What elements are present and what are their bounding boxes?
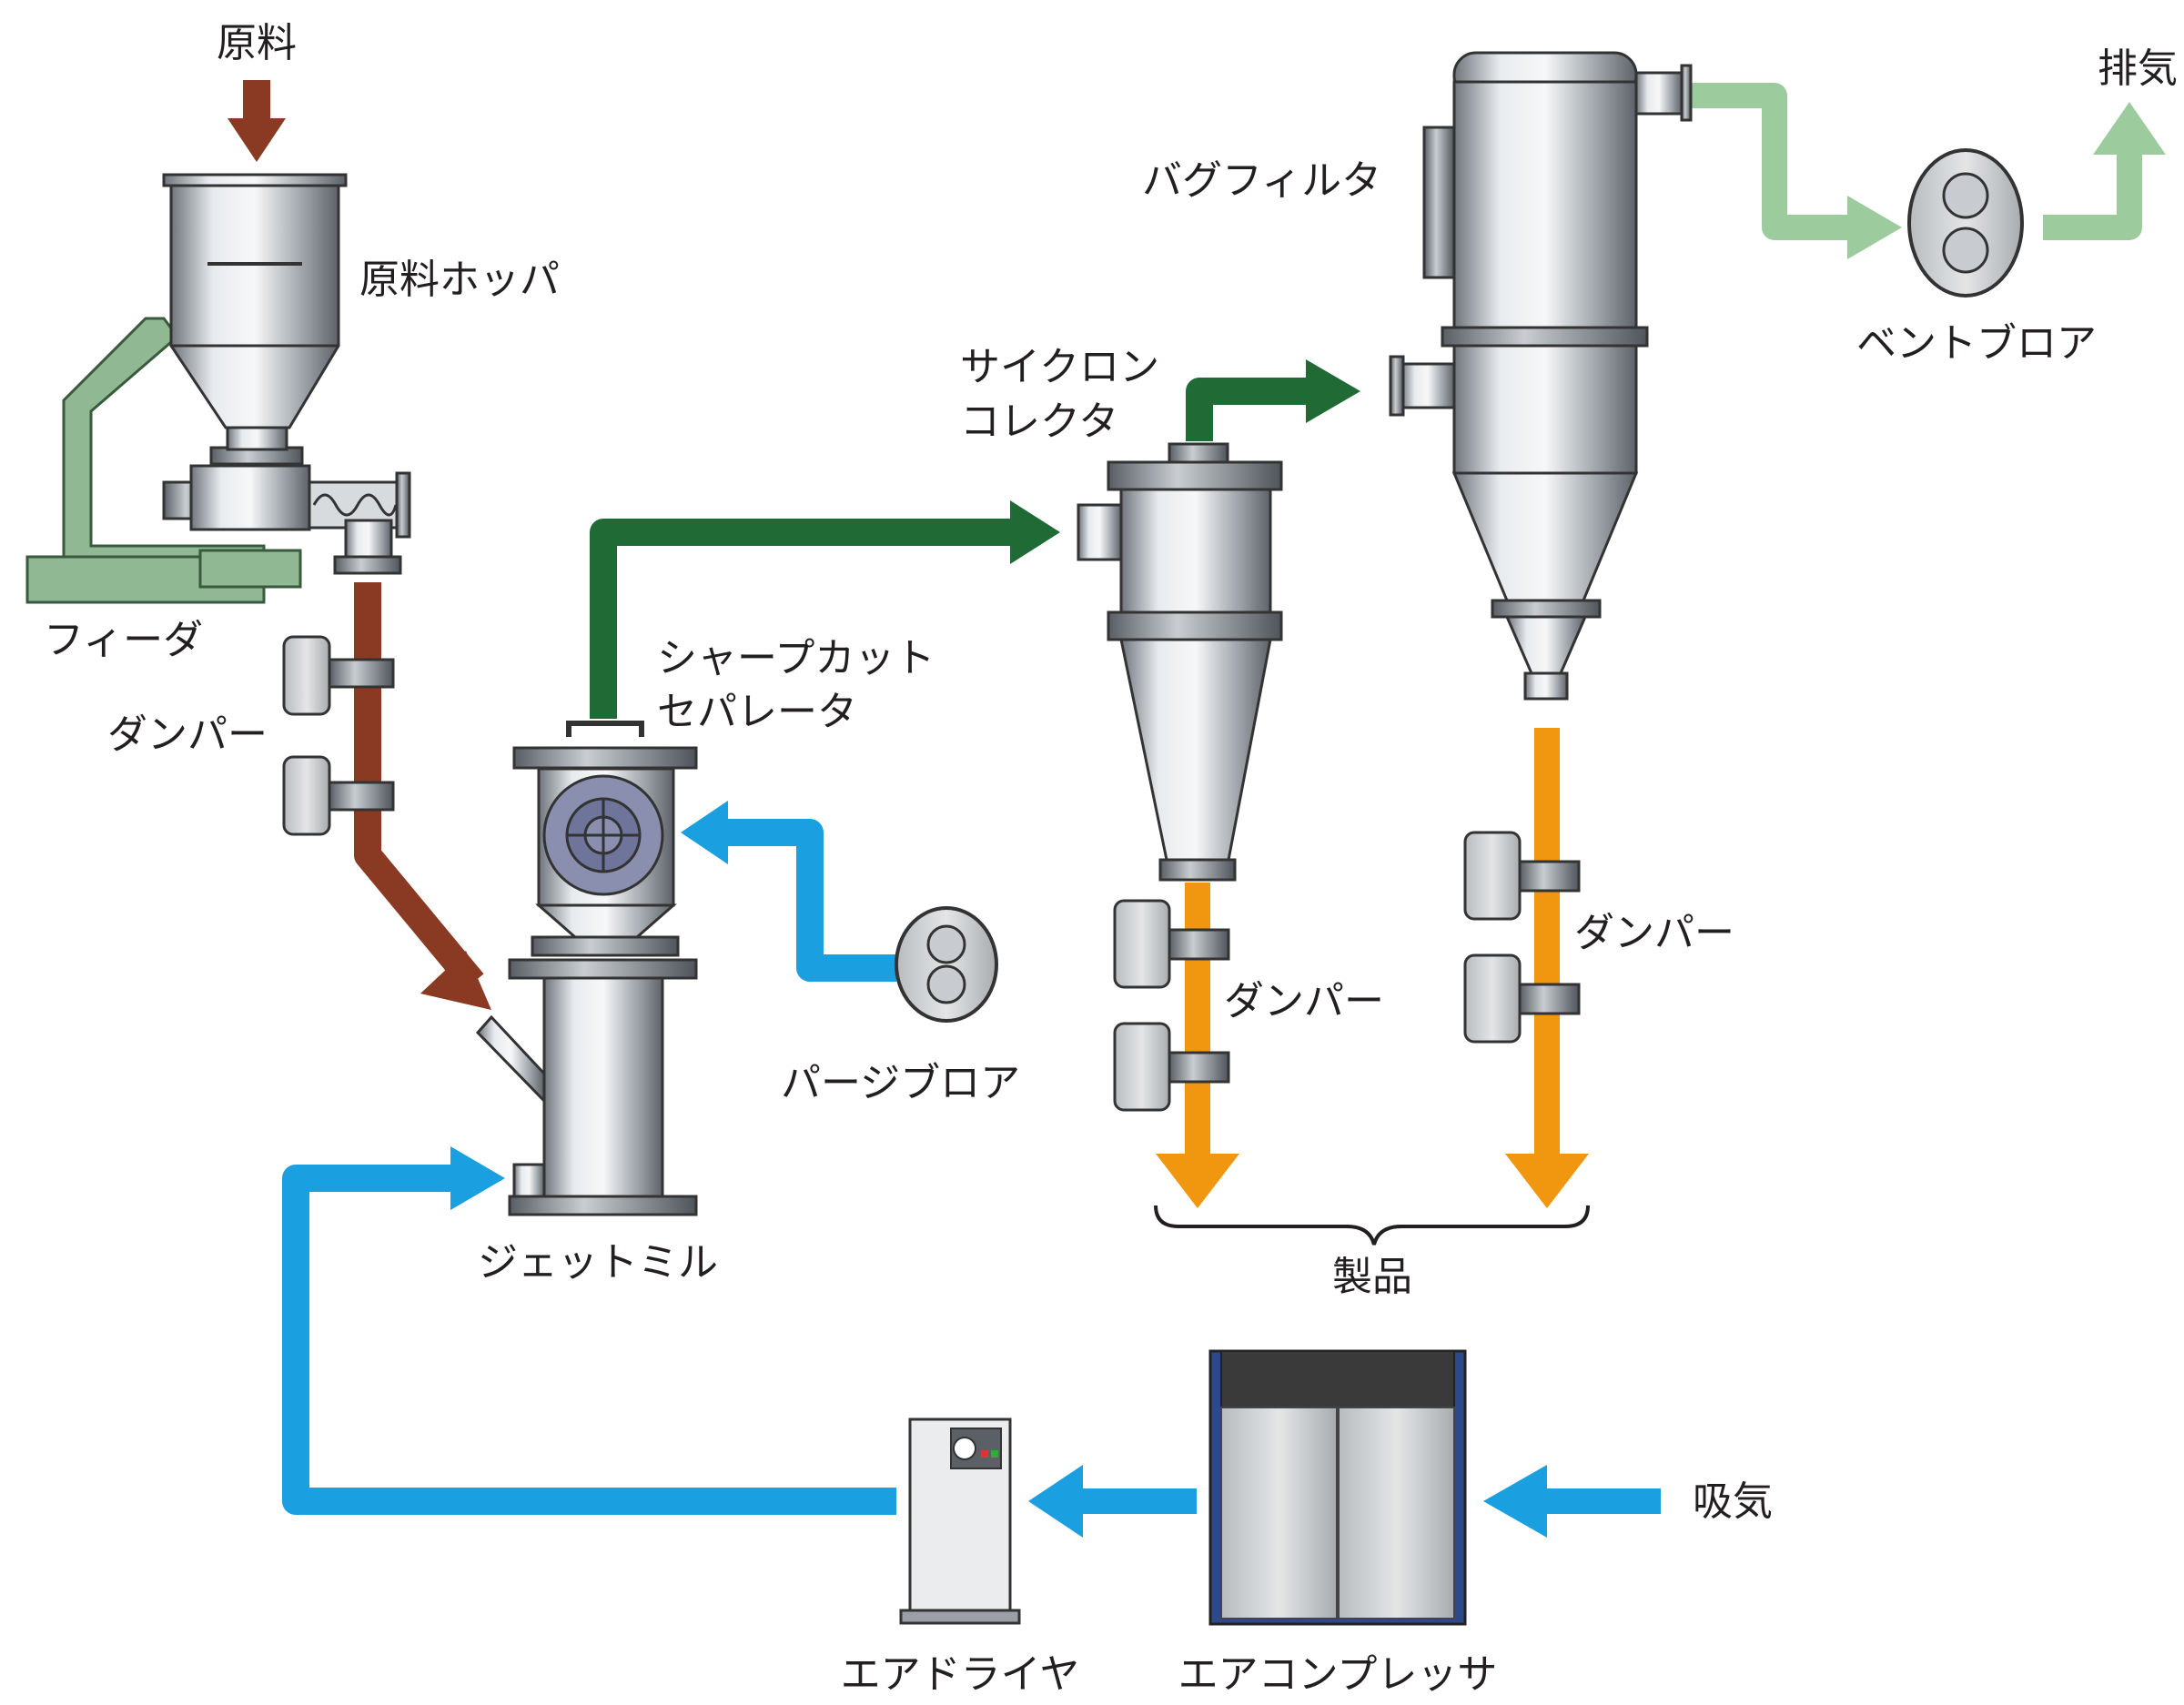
product-line-bag-filter <box>1505 728 1589 1208</box>
feeder-frame <box>25 317 302 604</box>
label-damper-bag: ダンパー <box>1574 910 1734 956</box>
air-compressor <box>1208 1349 1467 1626</box>
label-feeder: フィーダ <box>44 617 203 663</box>
raw-material-hopper <box>162 173 348 466</box>
label-sharp-cut-2: セパレータ <box>657 689 857 735</box>
label-damper-cyclone: ダンパー <box>1224 978 1384 1024</box>
label-damper-left: ダンパー <box>107 711 268 758</box>
label-bag-filter: バグフィルタ <box>1142 157 1381 204</box>
product-gas-line-to-bag-filter <box>1186 359 1360 441</box>
damper-cyclone-lower[interactable] <box>1113 1022 1230 1112</box>
label-cyclone-1: サイクロン <box>960 344 1159 390</box>
label-vent-blower: ベントブロア <box>1856 320 2097 367</box>
vent-blower[interactable] <box>1907 148 2024 298</box>
label-sharp-cut-1: シャープカット <box>657 635 935 681</box>
compressed-air-line <box>282 1146 1661 1538</box>
damper-cyclone-upper[interactable] <box>1113 899 1230 989</box>
damper-bag-upper[interactable] <box>1463 831 1581 921</box>
label-intake: 吸気 <box>1693 1478 1773 1525</box>
jet-mill <box>475 958 698 1216</box>
label-product: 製品 <box>1332 1254 1412 1300</box>
label-cyclone-2: コレクタ <box>960 399 1118 445</box>
label-jet-mill: ジェットミル <box>478 1239 718 1286</box>
label-air-dryer: エアドライヤ <box>841 1651 1080 1698</box>
damper-left-upper[interactable] <box>282 635 395 716</box>
exhaust-line <box>1684 83 2166 259</box>
product-gas-line-to-cyclone <box>590 500 1060 719</box>
label-exhaust: 排気 <box>2098 45 2178 92</box>
product-line-cyclone <box>1156 883 1239 1208</box>
label-raw-material: 原料 <box>217 20 297 66</box>
product-brace <box>1154 1205 1590 1246</box>
purge-air-line <box>681 801 896 982</box>
bag-filter <box>1389 51 1693 701</box>
sharp-cut-separator <box>512 721 698 957</box>
damper-left-lower[interactable] <box>282 755 395 836</box>
label-air-compressor: エアコンプレッサ <box>1178 1651 1498 1698</box>
label-purge-blower: パージブロア <box>781 1060 1020 1106</box>
air-dryer <box>899 1417 1021 1625</box>
label-raw-hopper: 原料ホッパ <box>359 257 560 303</box>
purge-blower[interactable] <box>895 906 998 1023</box>
raw-material-inlet-arrow <box>228 80 286 162</box>
feeder-screw <box>162 464 411 575</box>
damper-bag-lower[interactable] <box>1463 953 1581 1044</box>
cyclone-collector <box>1077 442 1283 882</box>
